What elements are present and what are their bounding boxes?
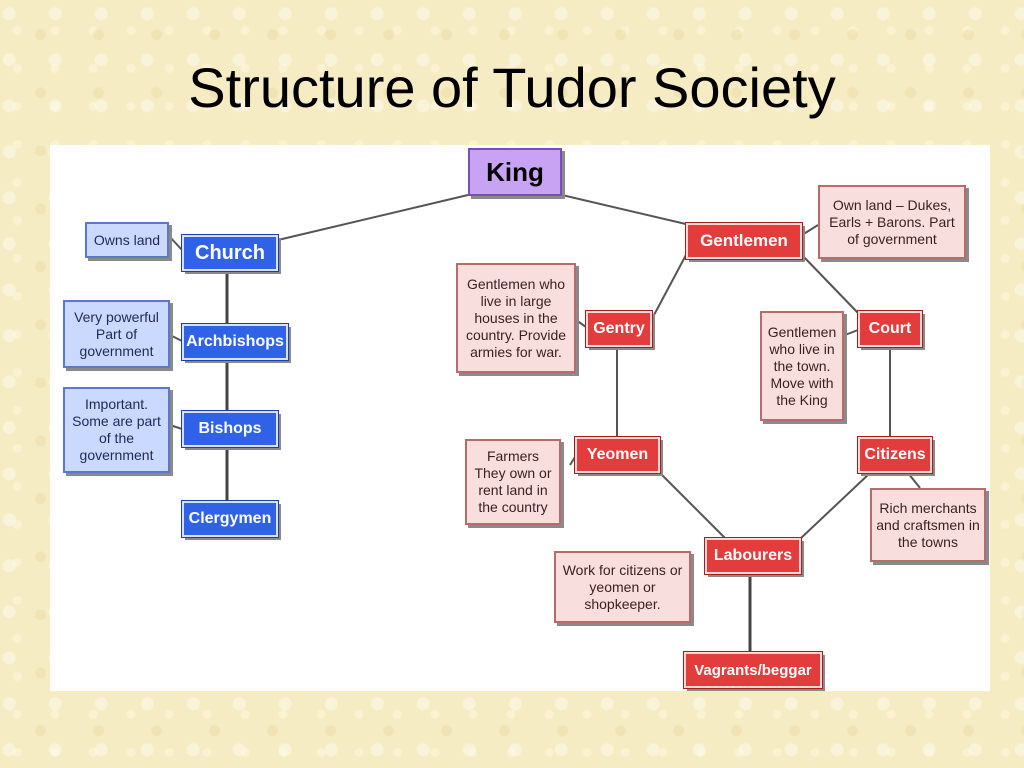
link-note-church bbox=[169, 236, 183, 251]
page-title: Structure of Tudor Society bbox=[188, 56, 836, 119]
link-yeomen-labourers bbox=[659, 472, 727, 540]
link-note-bishops bbox=[169, 424, 183, 430]
diagram-panel: King Owns land Church Very powerful Part… bbox=[50, 145, 990, 691]
node-king: King bbox=[468, 148, 562, 196]
link-citizens-note bbox=[907, 472, 921, 489]
link-gentlemen-gentry bbox=[653, 254, 687, 316]
link-gentlemen-court bbox=[801, 254, 859, 314]
note-church: Owns land bbox=[85, 222, 169, 258]
node-clergymen: Clergymen bbox=[181, 500, 279, 538]
node-labourers: Labourers bbox=[704, 537, 802, 575]
node-court: Court bbox=[857, 310, 923, 348]
link-gentry-note bbox=[575, 319, 587, 328]
note-gentlemen: Own land – Dukes, Earls + Barons. Part o… bbox=[818, 185, 966, 259]
node-gentlemen: Gentlemen bbox=[685, 222, 803, 260]
link-court-note bbox=[844, 329, 859, 336]
note-citizens: Rich merchants and craftsmen in the town… bbox=[870, 488, 986, 562]
node-archbishops: Archbishops bbox=[181, 323, 289, 361]
link-citizens-labourers bbox=[799, 472, 871, 540]
link-note-archbishops bbox=[169, 334, 183, 342]
note-court: Gentlemen who live in the town. Move wit… bbox=[760, 311, 844, 421]
link-king-gentlemen bbox=[561, 194, 691, 226]
node-citizens: Citizens bbox=[857, 436, 933, 474]
note-yeomen: Farmers They own or rent land in the cou… bbox=[465, 439, 561, 525]
note-bishops: Important. Some are part of the governme… bbox=[63, 387, 170, 473]
node-gentry: Gentry bbox=[585, 310, 653, 348]
link-yeomen-note bbox=[569, 456, 576, 466]
link-gentlemen-note bbox=[801, 224, 819, 236]
note-archbishops: Very powerful Part of government bbox=[63, 300, 170, 368]
node-yeomen: Yeomen bbox=[574, 436, 661, 474]
note-gentry: Gentlemen who live in large houses in th… bbox=[456, 263, 576, 373]
note-labourers: Work for citizens or yeomen or shopkeepe… bbox=[554, 551, 691, 623]
node-church: Church bbox=[181, 234, 279, 272]
node-bishops: Bishops bbox=[181, 410, 279, 448]
node-vagrants: Vagrants/beggar bbox=[683, 651, 823, 689]
link-king-church bbox=[277, 194, 469, 241]
connector-lines bbox=[169, 194, 921, 653]
